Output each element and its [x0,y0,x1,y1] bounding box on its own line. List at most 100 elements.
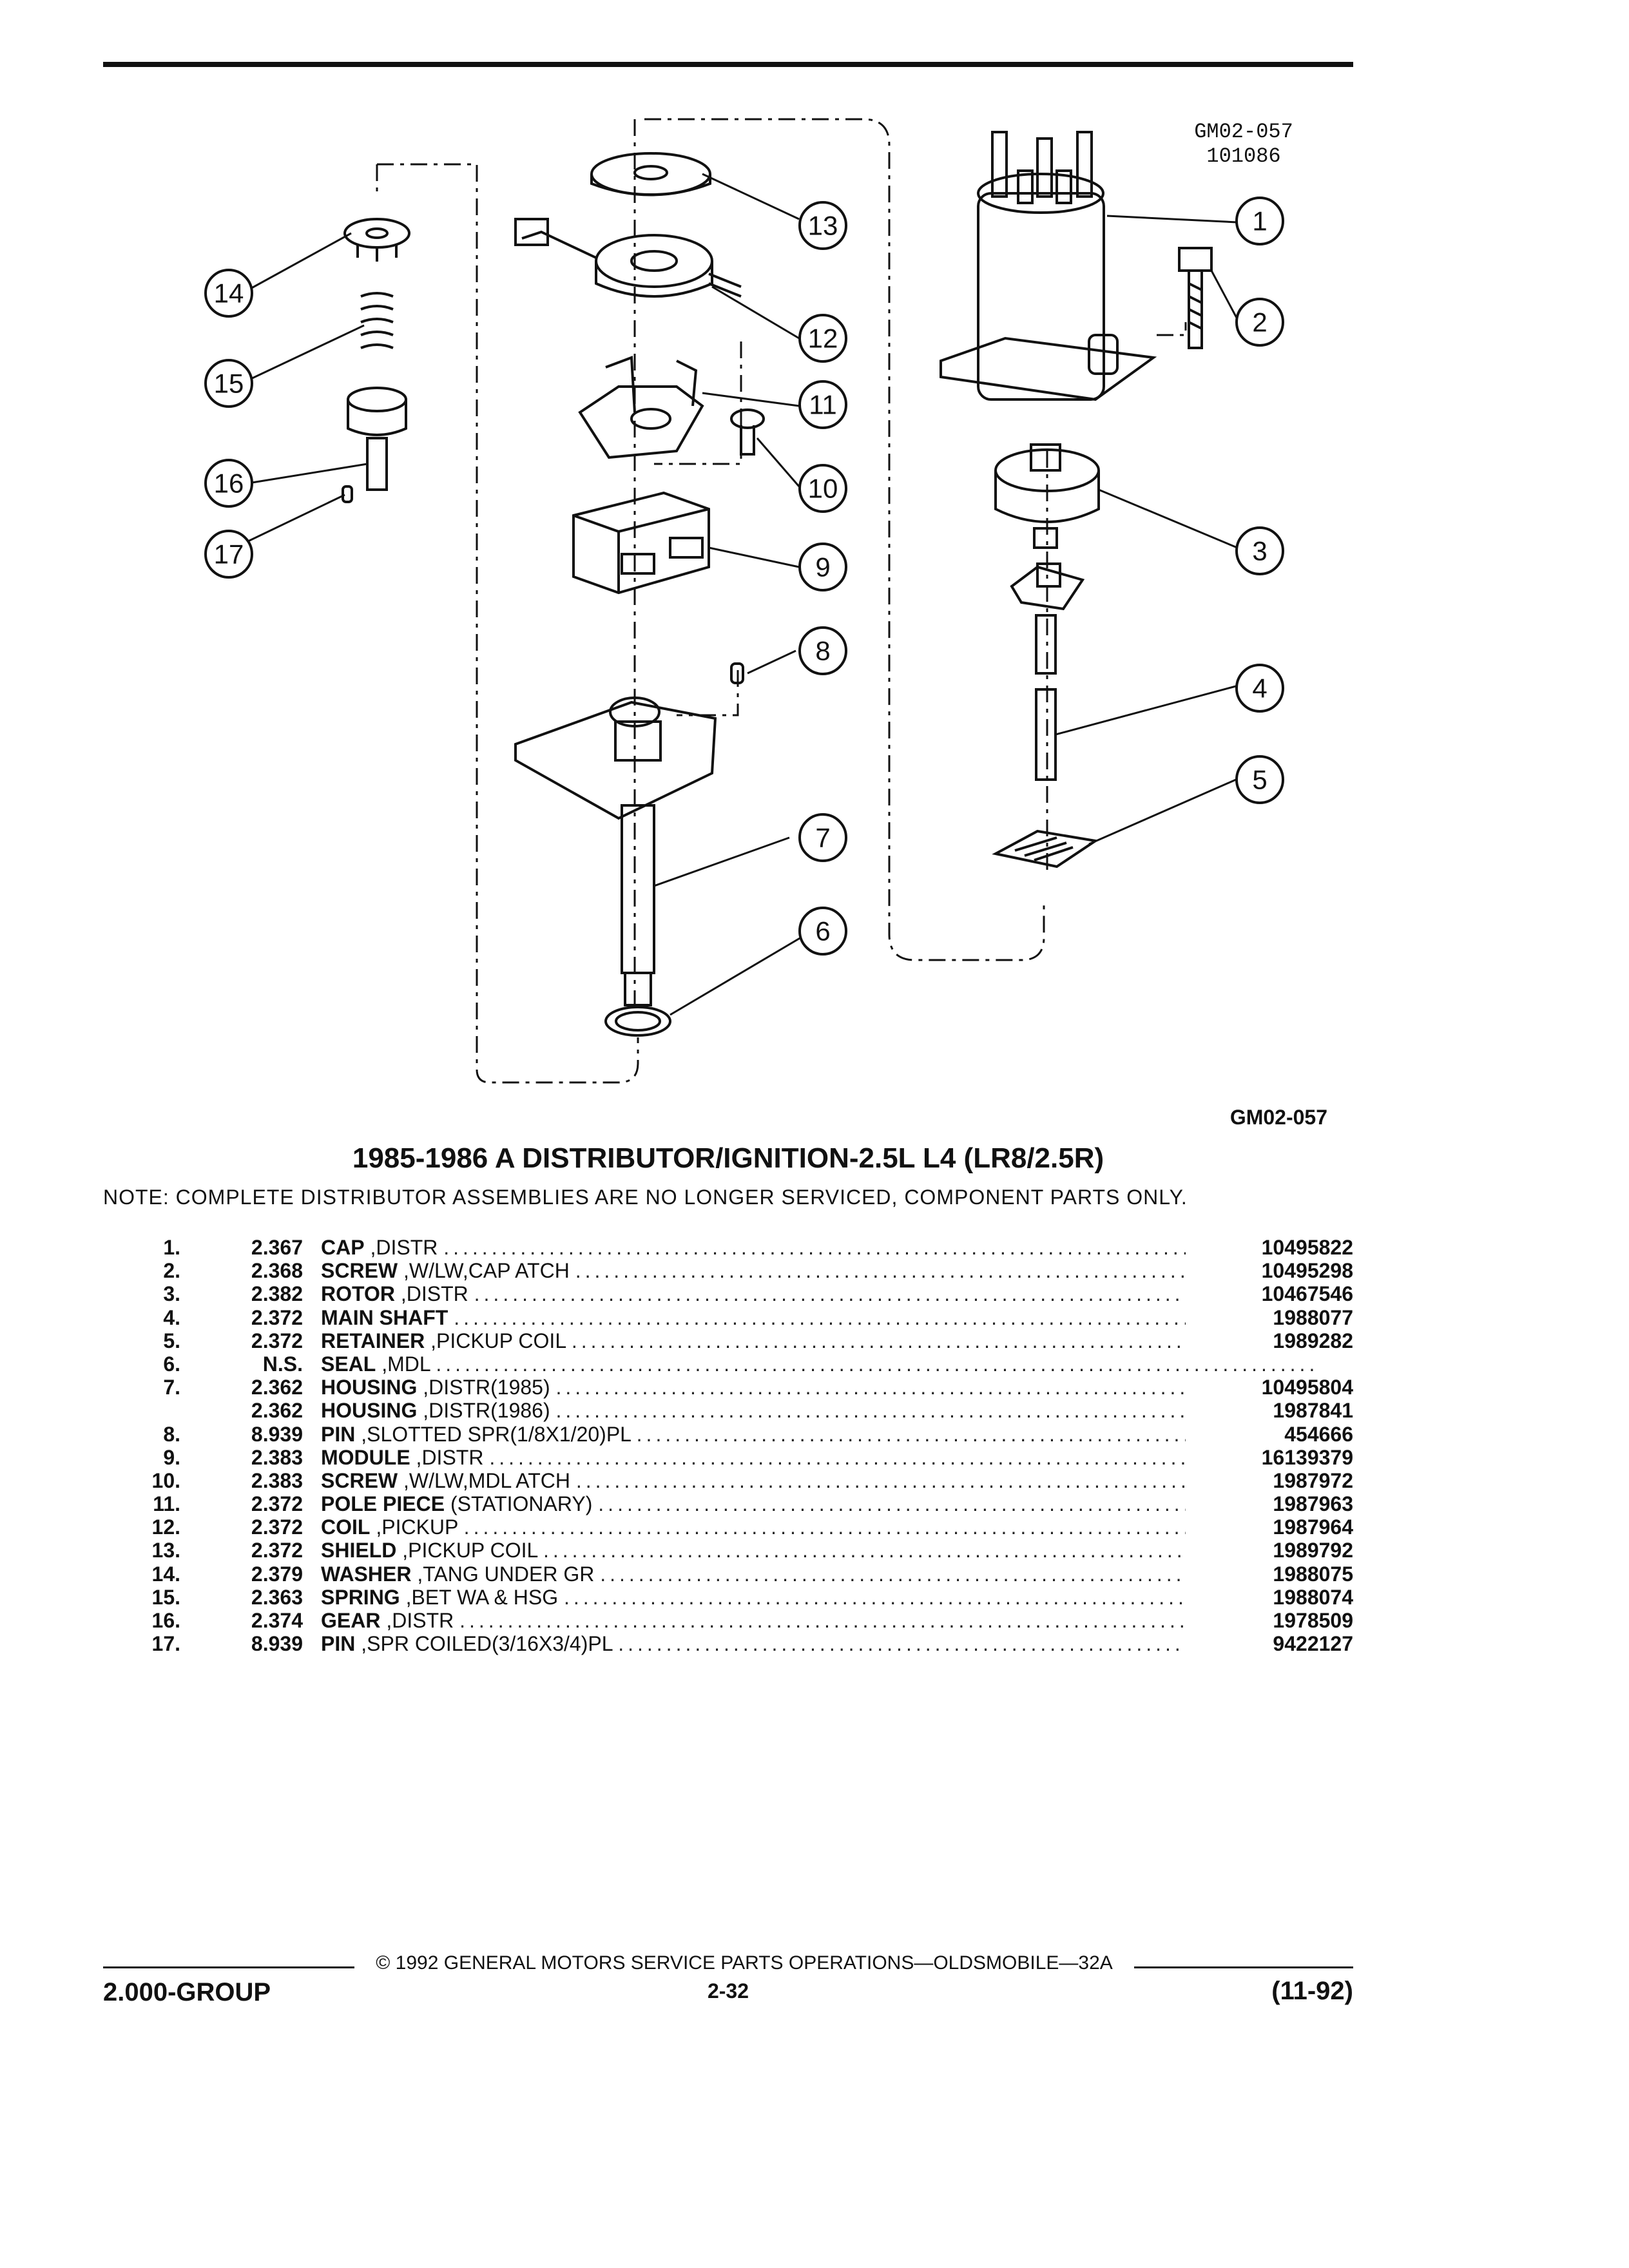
distributor-cap-drawing [940,131,1157,401]
dot-leader: ........................................… [474,1282,1313,1306]
part-description: SPRING ,BET WA & HSG ...................… [321,1586,1313,1609]
part-number: 1987964 [1186,1515,1353,1539]
part-name: SEAL [321,1352,376,1376]
slotted-pin-drawing [730,662,744,684]
item-number: 12. [151,1515,180,1539]
callout-circles [204,197,1284,956]
part-name: POLE PIECE [321,1492,445,1516]
footer-rule-left [103,1966,354,1968]
item-number: 3. [163,1282,180,1306]
dot-leader: ........................................… [543,1539,1313,1562]
part-qualifier: ,DISTR [370,1236,438,1259]
group-number: N.S. [262,1352,303,1376]
group-number: 2.362 [251,1399,303,1423]
pole-piece-drawing [578,356,704,459]
item-number: 4. [163,1305,180,1329]
item-number: 16. [151,1609,180,1632]
part-number: 16139379 [1186,1445,1353,1469]
part-name: WASHER [321,1562,412,1586]
assembly-guide-lines [376,118,1187,1084]
callout-14: 14 [214,278,244,309]
item-number: 2. [163,1259,180,1283]
parts-row: 9. 2.383 MODULE ,DISTR ...................… [103,1445,1353,1469]
part-name: SHIELD [321,1539,397,1562]
item-number: 9. [163,1445,180,1469]
part-qualifier: ,W/LW,MDL ATCH [403,1468,570,1492]
callout-1: 1 [1252,206,1267,236]
part-description: ROTOR ,DISTR ...........................… [321,1282,1313,1305]
callout-7: 7 [815,823,830,853]
group-number: 2.374 [251,1609,303,1632]
group-number: 2.372 [251,1329,303,1352]
part-number: 1988075 [1186,1562,1353,1586]
part-qualifier: ,TANG UNDER GR [417,1562,595,1586]
part-description: PIN ,SLOTTED SPR(1/8X1/20)PL ...........… [321,1423,1313,1446]
spring-drawing [360,292,394,349]
page-title: 1985-1986 A DISTRIBUTOR/IGNITION-2.5L L4… [352,1142,1104,1174]
dot-leader: ........................................… [443,1236,1313,1259]
item-number: 13. [151,1539,180,1562]
revision-date: (11-92) [1271,1977,1353,2005]
callout-11: 11 [809,390,837,420]
dot-leader: ........................................… [459,1609,1313,1632]
part-description: MODULE ,DISTR ..........................… [321,1446,1313,1469]
item-number: 15. [151,1585,180,1609]
leader-lines [247,173,1239,1016]
part-qualifier: ,DISTR(1986) [423,1399,550,1423]
part-number: 1988077 [1186,1305,1353,1329]
item-number: 6. [163,1352,180,1376]
callout-16: 16 [214,468,244,499]
part-name: HOUSING [321,1399,418,1423]
module-screw-drawing [730,408,765,456]
part-number: 10495298 [1186,1259,1353,1283]
group-number: 2.383 [251,1445,303,1469]
item-number: 7. [163,1376,180,1399]
part-number: 10495804 [1186,1376,1353,1399]
callout-12: 12 [808,323,838,354]
part-number: 9422127 [1186,1632,1353,1656]
part-name: PIN [321,1422,356,1446]
part-description: RETAINER ,PICKUP COIL ..................… [321,1329,1313,1352]
callout-8: 8 [815,636,830,666]
part-qualifier: ,PICKUP [376,1515,458,1539]
figure-date-code: 101086 [1206,144,1281,168]
callout-13: 13 [808,211,838,241]
group-number: 2.367 [251,1236,303,1259]
figure-code-bottom: GM02-057 [1229,1106,1327,1129]
part-qualifier: ,DISTR [400,1282,468,1306]
part-number: 10467546 [1186,1282,1353,1306]
group-number: 8.939 [251,1422,303,1446]
part-number: 454666 [1186,1422,1353,1446]
cap-screw-drawing [1178,247,1213,349]
part-description: PIN ,SPR COILED(3/16X3/4)PL ............… [321,1632,1313,1655]
seal-drawing [604,1006,671,1037]
part-qualifier: ,DISTR [416,1445,484,1469]
part-name: SCREW [321,1259,398,1283]
group-number: 2.372 [251,1539,303,1562]
figure-code-top: GM02-057 101086 [1166,120,1321,169]
housing-drawing [514,697,717,1006]
part-qualifier: ,BET WA & HSG [405,1585,559,1609]
item-number: 11. [153,1492,180,1516]
part-name: RETAINER [321,1329,425,1352]
group-number: 2.372 [251,1492,303,1516]
part-number: 1987963 [1186,1492,1353,1516]
distributor-exploded-diagram: 1 2 3 4 5 6 7 8 9 10 11 12 13 14 15 16 1… [204,118,1284,1084]
module-drawing [572,491,710,595]
part-qualifier: ,MDL [381,1352,430,1376]
parts-row: 6.N.S.SEAL ,MDL ........................… [103,1352,1353,1376]
part-name: HOUSING [321,1376,418,1399]
callout-4: 4 [1252,673,1267,704]
dot-leader: ........................................… [463,1515,1313,1539]
part-description: MAIN SHAFT .............................… [321,1306,1313,1329]
part-qualifier: ,SPR COILED(3/16X3/4)PL [361,1632,613,1656]
